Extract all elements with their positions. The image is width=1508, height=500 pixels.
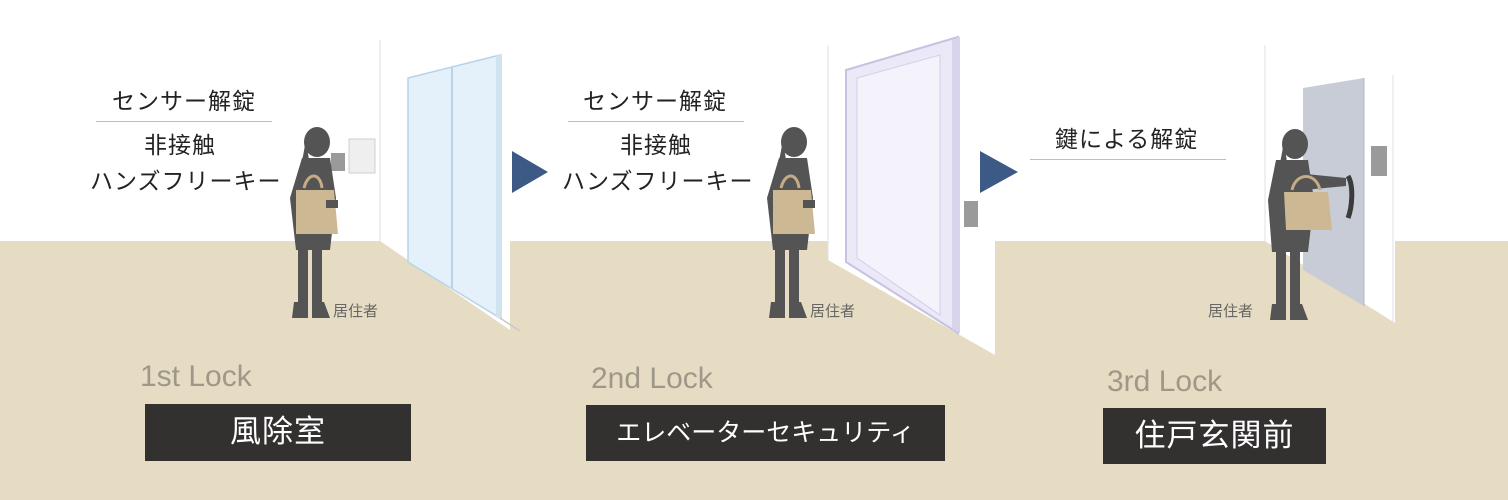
method-secondary-line-2: ハンズフリーキー — [562, 169, 754, 195]
method-secondary-line-1: 非接触 — [620, 133, 692, 159]
zone-label: エレベーターセキュリティ — [586, 405, 945, 461]
stage-1-scene — [331, 30, 521, 332]
elevator-frame — [952, 37, 960, 333]
method-secondary-line-2: ハンズフリーキー — [90, 169, 282, 195]
lock-number: 1st Lock — [140, 360, 252, 393]
zone-label: 風除室 — [145, 404, 411, 461]
resident-label: 居住者 — [1208, 303, 1254, 320]
elevator-reader — [964, 201, 978, 227]
zone-label: 住戸玄関前 — [1103, 408, 1326, 464]
door-frame — [496, 54, 502, 320]
resident-label: 居住者 — [333, 303, 379, 320]
method-primary: センサー解錠 — [583, 89, 727, 115]
handbag — [296, 190, 338, 234]
stage-2-scene — [827, 28, 995, 355]
lock-number: 2nd Lock — [591, 362, 713, 395]
lock-number: 3rd Lock — [1107, 365, 1223, 398]
stage-3-scene — [1264, 45, 1395, 323]
handbag — [1284, 192, 1332, 230]
card-reader — [331, 153, 345, 171]
handbag — [773, 190, 815, 234]
next-arrow-2 — [980, 151, 1018, 193]
divider — [568, 121, 744, 122]
key — [1345, 174, 1355, 219]
resident-silhouette-1 — [290, 127, 338, 318]
method-primary: 鍵による解錠 — [1055, 127, 1199, 153]
door-lock — [1371, 146, 1387, 176]
front-door — [1303, 78, 1364, 306]
resident-label: 居住者 — [810, 303, 856, 320]
resident-silhouette-2 — [767, 127, 815, 318]
divider — [1030, 159, 1226, 160]
resident-silhouette-3 — [1268, 129, 1355, 320]
method-secondary-line-1: 非接触 — [144, 133, 216, 159]
sensor-panel — [348, 138, 376, 174]
divider — [96, 121, 272, 122]
next-arrow-1 — [512, 151, 548, 193]
method-primary: センサー解錠 — [112, 89, 256, 115]
